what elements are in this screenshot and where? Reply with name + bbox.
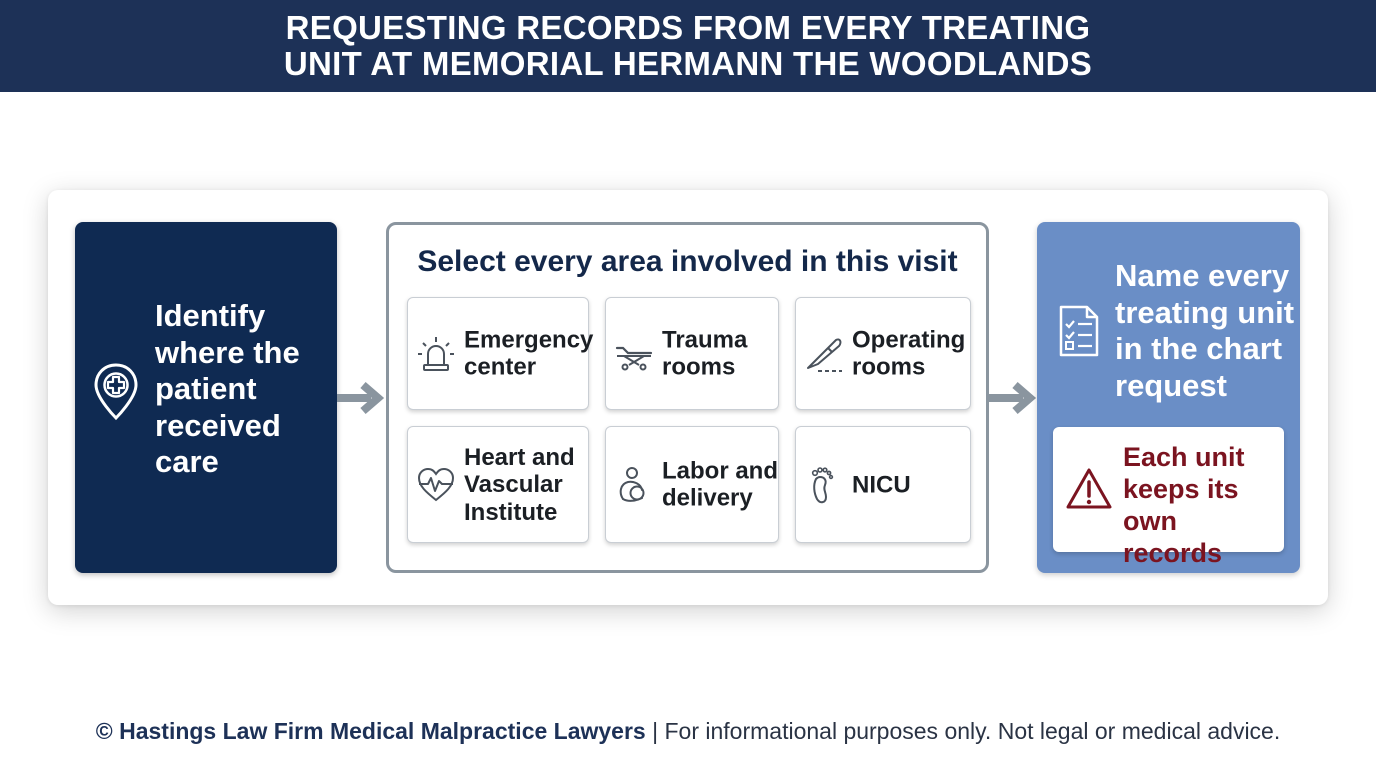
- chart-request-label: Name every treating unit in the chart re…: [1115, 258, 1295, 403]
- area-card-label: Emergency center: [464, 326, 594, 381]
- area-card-label: Operating rooms: [852, 326, 966, 381]
- footer-separator: |: [645, 718, 665, 744]
- treating-areas-title: Select every area involved in this visit: [417, 245, 958, 278]
- location-pin-cross-icon: [94, 363, 138, 421]
- page-title-line-2: UNIT AT MEMORIAL HERMANN THE WOODLANDS: [283, 45, 1093, 82]
- stretcher-icon: [615, 346, 653, 371]
- area-card-nicu: NICU: [795, 426, 971, 543]
- area-card-label: Trauma rooms: [662, 326, 748, 381]
- chart-request-box: Name every treating unit in the chart re…: [1037, 222, 1300, 573]
- treating-areas-box: Select every area involved in this visit…: [386, 222, 989, 573]
- area-card-label: NICU: [852, 470, 911, 498]
- mother-baby-icon: [619, 467, 645, 502]
- checklist-document-icon: [1059, 305, 1099, 357]
- warning-triangle-icon: [1066, 468, 1112, 509]
- area-card-label: Heart and Vascular Institute: [464, 443, 575, 526]
- page-title-line-1: REQUESTING RECORDS FROM EVERY TREATING: [285, 9, 1091, 46]
- siren-icon: [418, 337, 454, 371]
- page-header: REQUESTING RECORDS FROM EVERY TREATING U…: [0, 0, 1376, 92]
- arrow-right-icon: [337, 381, 385, 415]
- heart-pulse-icon: [417, 467, 455, 502]
- separate-records-warning: Each unit keeps its own records: [1053, 427, 1284, 568]
- area-card-trauma-rooms: Trauma rooms: [605, 297, 779, 410]
- footer-disclaimer: For informational purposes only. Not leg…: [664, 718, 1281, 744]
- area-card-label: Labor and delivery: [662, 457, 779, 512]
- area-card-heart-vascular-institute: Heart and Vascular Institute: [407, 426, 589, 543]
- footprint-icon: [811, 467, 834, 504]
- footer-firm: © Hastings Law Firm Medical Malpractice …: [95, 718, 646, 744]
- footer: © Hastings Law Firm Medical Malpractice …: [0, 718, 1376, 745]
- area-card-labor-and-delivery: Labor and delivery: [605, 426, 779, 543]
- identify-location-label: Identify where the patient received care: [155, 298, 300, 479]
- arrow-right-icon: [989, 381, 1037, 415]
- area-card-emergency-center: Emergency center: [407, 297, 593, 410]
- identify-location-box: Identify where the patient received care: [75, 222, 337, 573]
- scalpel-icon: [807, 338, 842, 372]
- warning-label: Each unit keeps its own records: [1123, 442, 1245, 568]
- area-card-operating-rooms: Operating rooms: [795, 297, 971, 410]
